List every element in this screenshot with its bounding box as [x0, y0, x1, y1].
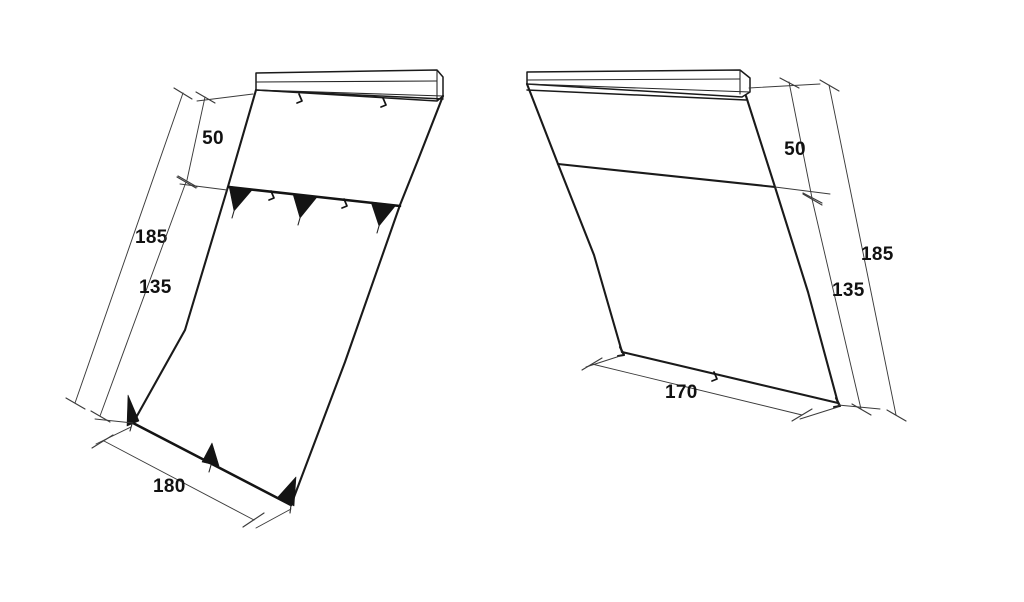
side-view-canopy — [525, 82, 840, 405]
front-view-top-hooks — [296, 93, 387, 108]
side-view-dim-135-label: 135 — [832, 280, 865, 301]
front-view-middle-band — [227, 185, 402, 234]
front-view-dim-135-label: 135 — [139, 277, 172, 298]
front-view-group: 50 185 135 180 — [65, 69, 445, 529]
side-view-dim-135: 135 — [802, 193, 881, 416]
side-view-group: 50 185 135 170 — [525, 69, 907, 422]
front-view-dim-180: 180 — [91, 426, 292, 529]
front-view-dim-180-label: 180 — [153, 476, 186, 497]
side-view-dim-170: 170 — [581, 355, 839, 422]
front-view-bottom-wedges — [126, 394, 297, 514]
side-view-dim-185-label: 185 — [861, 244, 894, 265]
front-view-dim-50-label: 50 — [202, 128, 224, 149]
front-view-dim-50: 50 — [177, 91, 254, 191]
front-view-dim-135: 135 — [90, 176, 197, 424]
front-view-dim-185-label: 185 — [135, 227, 168, 248]
side-view-dim-185: 185 — [819, 79, 907, 422]
side-view-dim-50: 50 — [748, 77, 831, 204]
front-view-dim-185: 185 — [65, 87, 193, 410]
side-view-dim-170-label: 170 — [665, 382, 698, 403]
side-view-dim-50-label: 50 — [784, 139, 806, 160]
